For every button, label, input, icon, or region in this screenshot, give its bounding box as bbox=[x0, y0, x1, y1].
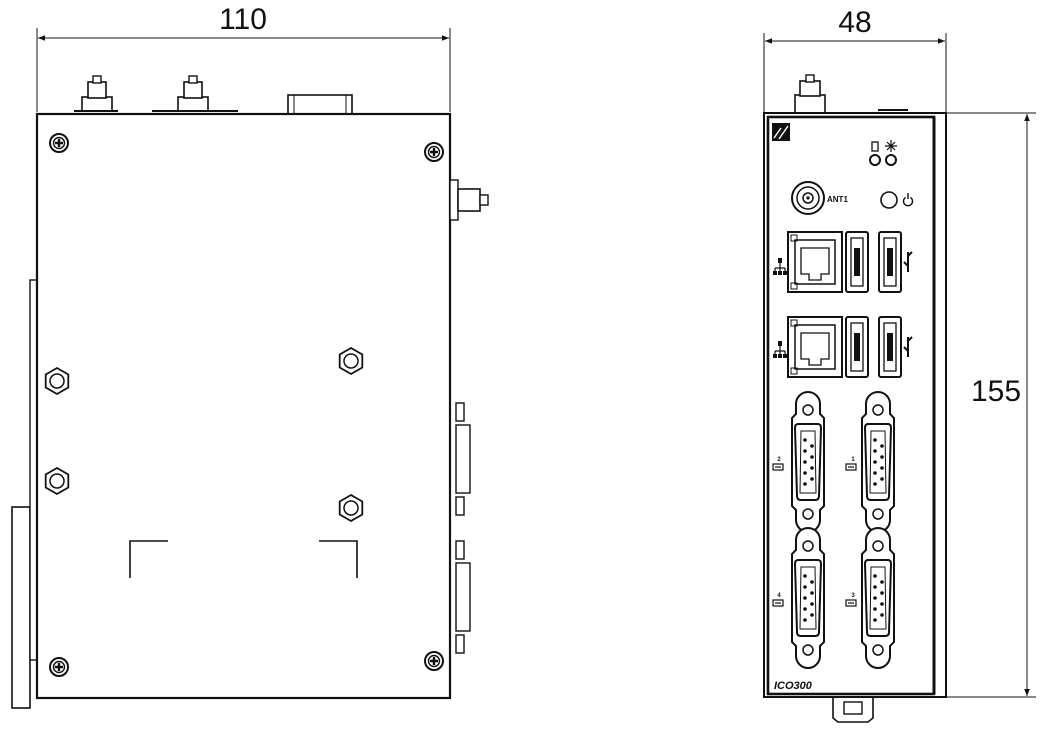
antenna-connector-icon bbox=[74, 75, 118, 112]
corner-mark bbox=[129, 540, 168, 578]
side-antenna-connector-icon bbox=[449, 179, 489, 221]
com-label: 3 bbox=[851, 593, 855, 599]
height-dimension-front: 155 bbox=[946, 112, 1036, 698]
hex-standoff-icon bbox=[44, 367, 70, 395]
lan-port[interactable] bbox=[787, 316, 843, 378]
corner-mark bbox=[319, 540, 358, 578]
side-view: 110 bbox=[11, 3, 489, 709]
serial-port-icon[interactable] bbox=[791, 527, 825, 669]
usb-port-icon[interactable] bbox=[878, 316, 902, 378]
width-label-front: 48 bbox=[838, 6, 871, 39]
width-label-side: 110 bbox=[219, 3, 267, 36]
hex-standoff-icon bbox=[338, 494, 364, 522]
usb-port-icon[interactable] bbox=[878, 231, 902, 293]
model-label: ICO300 bbox=[774, 680, 813, 692]
usb-port-icon[interactable] bbox=[845, 231, 869, 293]
led-icon bbox=[869, 141, 881, 166]
serial-port-icon[interactable] bbox=[861, 527, 895, 669]
lan-port[interactable] bbox=[787, 231, 843, 293]
front-view: 48 155 bbox=[763, 6, 1036, 723]
din-clip bbox=[832, 697, 874, 723]
din-mount-plate bbox=[11, 279, 38, 709]
com-label: 1 bbox=[851, 457, 855, 463]
serial-port-icon[interactable] bbox=[791, 391, 825, 533]
power-button[interactable] bbox=[880, 191, 898, 209]
side-serial-connector-icon bbox=[455, 402, 471, 516]
logo-icon bbox=[772, 123, 790, 141]
usb-port-icon[interactable] bbox=[845, 316, 869, 378]
com-label: 2 bbox=[777, 457, 781, 463]
height-label-front: 155 bbox=[971, 375, 1021, 408]
led-icon bbox=[885, 140, 897, 166]
screw-icon bbox=[423, 650, 445, 672]
screw-icon bbox=[48, 132, 70, 154]
antenna-label: ANT1 bbox=[827, 195, 848, 204]
antenna-connector-icon bbox=[787, 74, 833, 114]
usb-label-icon bbox=[903, 336, 913, 357]
side-body bbox=[35, 112, 452, 700]
serial-port-icon[interactable] bbox=[861, 391, 895, 533]
com-label: 4 bbox=[777, 593, 781, 599]
antenna-connector-icon bbox=[791, 181, 825, 215]
power-icon bbox=[902, 193, 914, 207]
top-port-cover bbox=[287, 94, 353, 115]
width-dimension-side: 110 bbox=[36, 3, 451, 112]
screw-icon bbox=[48, 656, 70, 678]
screw-icon bbox=[423, 141, 445, 163]
hex-standoff-icon bbox=[44, 467, 70, 495]
width-dimension-front: 48 bbox=[763, 6, 947, 112]
usb-label-icon bbox=[903, 251, 913, 272]
side-serial-connector-icon bbox=[455, 540, 471, 654]
antenna-connector-icon bbox=[152, 75, 238, 112]
hex-standoff-icon bbox=[338, 347, 364, 375]
